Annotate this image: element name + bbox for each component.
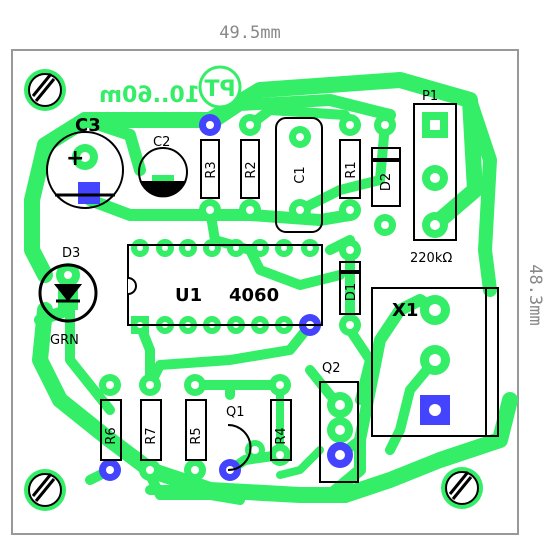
label-u1: U1: [175, 285, 202, 306]
label-c1: C1: [293, 166, 308, 183]
c1-outline: [275, 117, 323, 233]
pads: [56, 112, 450, 481]
label-r4: R4: [274, 427, 289, 444]
label-r3: R3: [204, 161, 219, 178]
width-dimension: 49.5mm: [219, 23, 280, 43]
label-q2: Q2: [322, 361, 341, 376]
label-d1: D1: [344, 283, 359, 301]
r4-outline: [270, 399, 292, 461]
mount-hole-top-left: [24, 69, 66, 111]
height-dimension: 48.3mm: [525, 264, 545, 325]
polarity-plus: +: [66, 146, 84, 171]
label-x1: X1: [392, 300, 418, 321]
logo: PT: [198, 65, 242, 109]
label-d2: D2: [379, 173, 394, 191]
r6-outline: [100, 399, 122, 461]
label-d3: D3: [62, 246, 80, 261]
r3-outline: [200, 139, 220, 199]
silkscreen: [38, 103, 499, 483]
r1-outline: [339, 139, 361, 199]
p1-outline: [413, 103, 457, 241]
d2-outline: [371, 147, 401, 207]
d1-outline: [339, 261, 361, 315]
label-r1: R1: [344, 161, 359, 178]
range-label: 10..60m: [99, 83, 200, 108]
label-c3: C3: [75, 115, 101, 136]
mounting-holes: [24, 69, 483, 511]
r7-outline: [140, 399, 162, 461]
label-q1: Q1: [226, 405, 245, 420]
component-labels: C3 + C2 R3 R2 C1 R1 D2 P1 220kΩ D3 GRN D…: [50, 89, 452, 445]
label-u1-value: 4060: [229, 285, 279, 306]
label-p1-value: 220kΩ: [410, 251, 452, 266]
r5-outline: [185, 399, 207, 461]
d3-outline: [38, 263, 98, 323]
q2-outline: [319, 381, 359, 483]
label-p1: P1: [422, 89, 438, 104]
label-d3-value: GRN: [50, 333, 79, 348]
logo-text: PT: [204, 77, 235, 102]
label-r5: R5: [189, 427, 204, 444]
c3-outline: [46, 131, 124, 209]
label-r2: R2: [244, 161, 259, 178]
mount-hole-bottom-right: [441, 467, 483, 509]
label-r6: R6: [104, 427, 119, 444]
label-r7: R7: [144, 427, 159, 444]
r2-outline: [240, 139, 260, 199]
mount-hole-bottom-left: [24, 469, 66, 511]
x1-outline: [371, 287, 499, 437]
label-c2: C2: [153, 135, 170, 150]
mirrored-copper-text: 10..60m: [99, 83, 200, 108]
